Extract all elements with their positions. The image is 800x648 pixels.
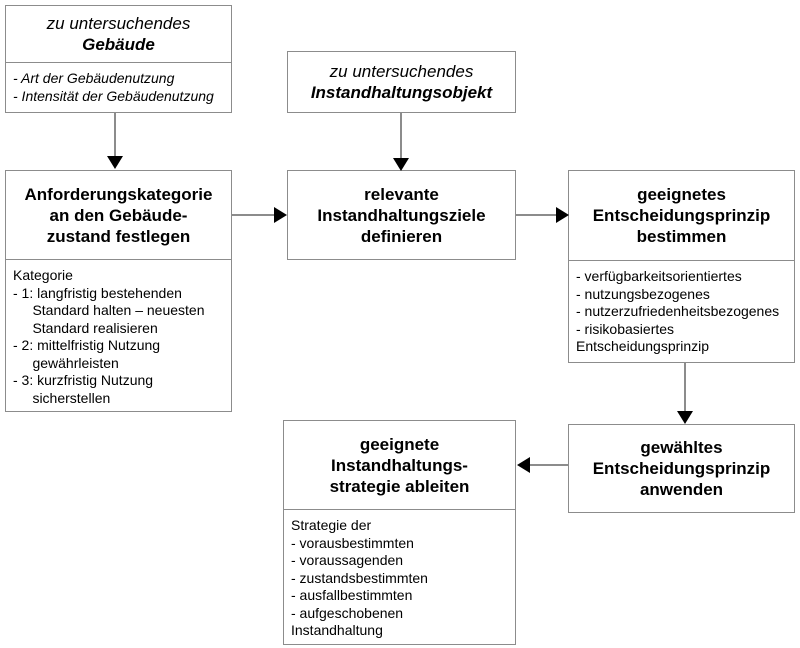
node-entscheidungsprinzip-anwenden-header: gewähltes Entscheidungsprinzip anwenden	[569, 425, 794, 512]
connector-anwenden-to-strategie-ableiten-line	[528, 464, 568, 466]
node-anforderungskategorie-header-line-3: zustand festlegen	[46, 226, 191, 246]
node-strategie-ableiten-body: Strategie der - vorausbestimmten - vorau…	[284, 510, 515, 646]
node-entscheidungsprinzip-anwenden-header-line-3: anwenden	[639, 480, 724, 499]
node-strategie-ableiten-body-line-5: - ausfallbestimmten	[291, 587, 413, 603]
node-strategie-ableiten-body-line-2: - vorausbestimmten	[291, 534, 414, 551]
node-anforderungskategorie-header-line-1: Anforderungskategorie	[24, 184, 213, 204]
node-anforderungskategorie-body-line-5: - 2: mittelfristig Nutzung	[13, 337, 161, 353]
node-instandhaltungsobjekt-header-line-1: zu untersuchendes	[329, 62, 474, 81]
node-entscheidungsprinzip-bestimmen-header-line-2: Entscheidungsprinzip	[592, 206, 771, 225]
node-strategie-ableiten-header-line-1: geeignete	[359, 434, 440, 454]
connector-instandhaltungsziele-to-entscheidungsprinzip-bestimmen-arrowhead	[556, 207, 569, 223]
node-entscheidungsprinzip-bestimmen-divider	[569, 260, 794, 261]
node-entscheidungsprinzip-bestimmen: geeignetes Entscheidungsprinzip bestimme…	[568, 170, 795, 363]
node-anforderungskategorie-body-line-8: sicherstellen	[13, 389, 111, 406]
node-gebaeude-header-line-2: Gebäude	[82, 35, 155, 54]
node-gebaeude-header-line-1: zu untersuchendes	[46, 14, 191, 33]
connector-instandhaltungsziele-to-entscheidungsprinzip-bestimmen-line	[516, 214, 558, 216]
node-entscheidungsprinzip-bestimmen-header-line-1: geeignetes	[637, 185, 726, 204]
node-strategie-ableiten-body-line-3: - voraussagenden	[291, 552, 404, 568]
node-anforderungskategorie-header: Anforderungskategorie an den Gebäude- zu…	[6, 171, 231, 259]
node-strategie-ableiten-body-line-1: Strategie der	[291, 517, 372, 533]
node-strategie-ableiten-body-line-4: - zustandsbestimmten	[291, 569, 428, 586]
node-gebaeude: zu untersuchendes Gebäude - Art der Gebä…	[5, 5, 232, 113]
node-strategie-ableiten-divider	[284, 509, 515, 510]
node-gebaeude-body-line-1: - Art der Gebäudenutzung	[13, 70, 175, 86]
node-anforderungskategorie: Anforderungskategorie an den Gebäude- zu…	[5, 170, 232, 412]
connector-entscheidungsprinzip-bestimmen-to-anwenden-line	[684, 363, 686, 413]
connector-anforderungskategorie-to-instandhaltungsziele-arrowhead	[274, 207, 287, 223]
node-strategie-ableiten-header-line-3: strategie ableiten	[329, 476, 470, 496]
node-instandhaltungsobjekt: zu untersuchendes Instandhaltungsobjekt	[287, 51, 516, 113]
node-anforderungskategorie-body: Kategorie - 1: langfristig bestehenden S…	[6, 260, 231, 413]
node-anforderungskategorie-divider	[6, 259, 231, 260]
node-instandhaltungsobjekt-header: zu untersuchendes Instandhaltungsobjekt	[288, 52, 515, 112]
node-entscheidungsprinzip-bestimmen-body-line-5: Entscheidungsprinzip	[576, 338, 710, 354]
connector-gebaeude-to-anforderungskategorie-arrowhead	[107, 156, 123, 169]
node-instandhaltungsziele: relevante Instandhaltungsziele definiere…	[287, 170, 516, 260]
connector-anforderungskategorie-to-instandhaltungsziele-line	[232, 214, 276, 216]
node-strategie-ableiten-body-line-7: Instandhaltung	[291, 622, 383, 638]
node-anforderungskategorie-body-line-4: Standard realisieren	[13, 319, 158, 336]
node-strategie-ableiten-body-line-6: - aufgeschobenen	[291, 604, 404, 621]
node-anforderungskategorie-body-line-7: - 3: kurzfristig Nutzung	[13, 372, 154, 388]
node-anforderungskategorie-body-line-3: Standard halten – neuesten	[13, 302, 205, 318]
node-strategie-ableiten-header: geeignete Instandhaltungs- strategie abl…	[284, 421, 515, 509]
node-instandhaltungsziele-header-line-3: definieren	[360, 226, 443, 246]
node-entscheidungsprinzip-bestimmen-header-line-3: bestimmen	[636, 227, 727, 246]
node-gebaeude-divider	[6, 62, 231, 63]
connector-entscheidungsprinzip-bestimmen-to-anwenden-arrowhead	[677, 411, 693, 424]
connector-instandhaltungsobjekt-to-instandhaltungsziele-arrowhead	[393, 158, 409, 171]
node-entscheidungsprinzip-anwenden: gewähltes Entscheidungsprinzip anwenden	[568, 424, 795, 513]
node-anforderungskategorie-body-line-1: Kategorie	[13, 267, 73, 283]
node-entscheidungsprinzip-bestimmen-header: geeignetes Entscheidungsprinzip bestimme…	[569, 171, 794, 260]
node-entscheidungsprinzip-bestimmen-body-line-1: - verfügbarkeitsorientiertes	[576, 268, 742, 284]
connector-gebaeude-to-anforderungskategorie-line	[114, 113, 116, 157]
node-strategie-ableiten-header-line-2: Instandhaltungs-	[331, 455, 468, 475]
node-gebaeude-body-line-2: - Intensität der Gebäudenutzung	[13, 87, 214, 104]
node-instandhaltungsziele-header-line-1: relevante	[364, 184, 439, 204]
node-instandhaltungsobjekt-header-line-2: Instandhaltungsobjekt	[310, 83, 493, 102]
node-anforderungskategorie-body-line-6: gewährleisten	[13, 354, 119, 371]
connector-instandhaltungsobjekt-to-instandhaltungsziele-line	[400, 113, 402, 159]
node-entscheidungsprinzip-bestimmen-body: - verfügbarkeitsorientiertes - nutzungsb…	[569, 261, 794, 362]
node-instandhaltungsziele-header: relevante Instandhaltungsziele definiere…	[288, 171, 515, 259]
node-entscheidungsprinzip-bestimmen-body-line-4: - risikobasiertes	[576, 320, 675, 337]
node-anforderungskategorie-header-line-2: an den Gebäude-	[49, 205, 188, 225]
node-gebaeude-header: zu untersuchendes Gebäude	[6, 6, 231, 62]
node-entscheidungsprinzip-bestimmen-body-line-3: - nutzerzufriedenheitsbezogenes	[576, 303, 780, 319]
node-entscheidungsprinzip-bestimmen-body-line-2: - nutzungsbezogenes	[576, 285, 710, 302]
node-entscheidungsprinzip-anwenden-header-line-1: gewähltes	[640, 438, 723, 457]
node-gebaeude-body: - Art der Gebäudenutzung - Intensität de…	[6, 63, 231, 111]
node-anforderungskategorie-body-line-2: - 1: langfristig bestehenden	[13, 284, 182, 301]
node-instandhaltungsziele-header-line-2: Instandhaltungsziele	[317, 205, 486, 225]
connector-anwenden-to-strategie-ableiten-arrowhead	[517, 457, 530, 473]
node-strategie-ableiten: geeignete Instandhaltungs- strategie abl…	[283, 420, 516, 645]
node-entscheidungsprinzip-anwenden-header-line-2: Entscheidungsprinzip	[592, 459, 771, 478]
